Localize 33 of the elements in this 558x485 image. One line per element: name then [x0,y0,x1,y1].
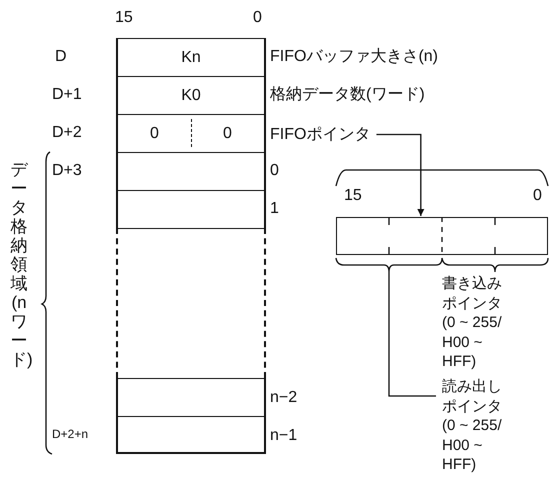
text-label: D [55,48,67,66]
text-label: D+3 [52,162,82,180]
pointer-description: 読み出しポインタ(0 ~ 255/ H00 ~ HFF) [442,377,512,474]
text-label: 0 [270,162,279,180]
text-label: n−2 [270,389,298,408]
text-label: FIFOバッファ大きさ(n) [270,48,438,66]
memory-word-rows-gap [116,228,266,378]
memory-word-row [116,38,266,76]
text-label: n−1 [270,427,298,446]
text-label: D+1 [52,86,82,104]
text-label: 格納データ数(ワード) [270,86,425,104]
pointer-label: FIFOポインタ [270,124,370,145]
text-label: 1 [270,200,279,218]
memory-word-row [116,378,266,416]
memory-word-row [116,190,266,228]
address-label: D+2+n [52,428,88,442]
cell-value: 0 [223,124,232,142]
cell-value: K0 [181,86,201,104]
text-label: 0 [533,187,542,206]
pointer-register [336,217,548,255]
memory-word-row [116,416,266,454]
memory-word-row [116,76,266,114]
memory-word-row [116,152,266,190]
pointer-description: 書き込みポインタ(0 ~ 255/ H00 ~ HFF) [442,274,503,372]
text-label: D+2 [52,124,82,142]
memory-word-row [116,114,266,152]
text-label: 15 [344,187,362,206]
text-label: 0 [253,9,262,28]
cell-value: Kn [181,48,201,66]
text-label: 15 [115,9,133,28]
leader-line [388,272,436,397]
arrow [376,134,424,216]
cell-value: 0 [150,124,159,142]
